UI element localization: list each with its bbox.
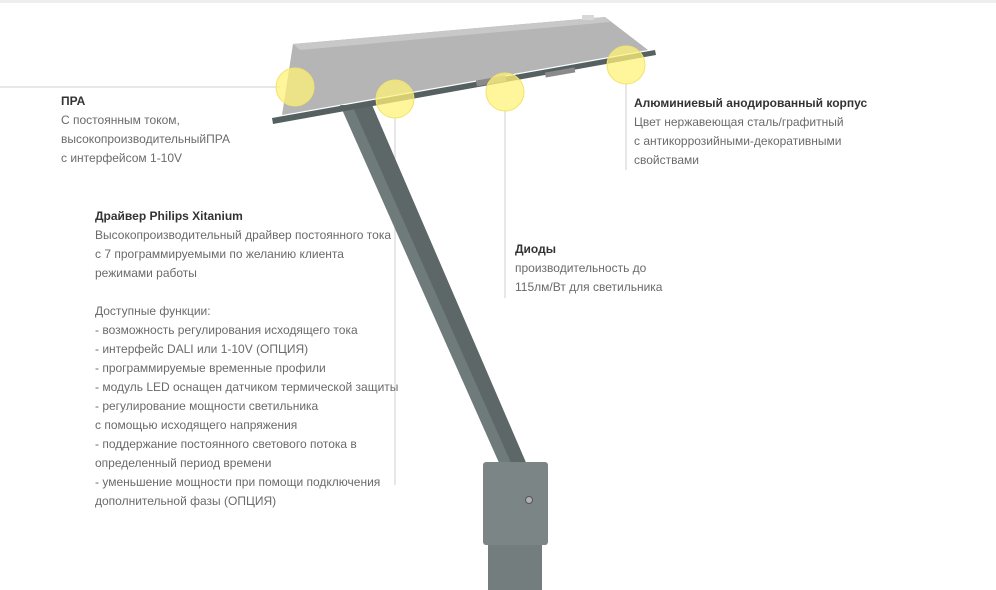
callout-title: Диоды xyxy=(515,242,556,256)
callout-line: Доступные функции: xyxy=(95,304,211,318)
callout-line: Высокопроизводительный драйвер постоянно… xyxy=(95,228,392,242)
arm-shade xyxy=(352,105,527,465)
housing-base-plate xyxy=(272,50,656,124)
callout-housing: Алюминиевый анодированный корпус Цвет не… xyxy=(634,94,867,170)
callout-line: свойствами xyxy=(634,153,699,167)
callout-line: С постоянным током, xyxy=(61,113,180,127)
callout-title: ПРА xyxy=(61,94,86,108)
callout-line: - уменьшение мощности при помощи подключ… xyxy=(95,475,381,489)
led-module xyxy=(544,67,576,78)
callout-line: 115лм/Вт для светильника xyxy=(515,280,663,294)
callout-title: Алюминиевый анодированный корпус xyxy=(634,96,868,110)
highlight-driver[interactable] xyxy=(375,79,415,119)
callout-line: высокопроизводительныйПРА xyxy=(61,132,230,146)
callout-line: с 7 программируемыми по желанию клиента xyxy=(95,247,344,261)
callout-diodes: Диоды производительность до 115лм/Вт для… xyxy=(515,240,662,297)
highlight-pra[interactable] xyxy=(275,67,315,107)
callout-line: с помощью исходящего напряжения xyxy=(95,418,298,432)
callout-title: Драйвер Philips Xitanium xyxy=(95,209,243,223)
callout-line: с интерфейсом 1-10V xyxy=(61,151,183,165)
callout-line: режимами работы xyxy=(95,266,197,280)
callout-driver: Драйвер Philips Xitanium Высокопроизводи… xyxy=(95,207,398,511)
pole xyxy=(488,545,542,590)
highlight-housing[interactable] xyxy=(606,45,646,85)
callout-line: производительность до xyxy=(515,261,647,275)
housing-top-edge xyxy=(293,17,610,50)
callout-line: - программируемые временные профили xyxy=(95,361,326,375)
callout-line: - возможность регулирования исходящего т… xyxy=(95,323,358,337)
callout-line: Цвет нержавеющая сталь/графитный xyxy=(634,115,844,129)
callout-line: - интерфейс DALI или 1-10V (ОПЦИЯ) xyxy=(95,342,309,356)
highlight-diodes[interactable] xyxy=(485,72,525,112)
screw-icon xyxy=(525,496,533,504)
callout-line: дополнительной фазы (ОПЦИЯ) xyxy=(95,494,277,508)
callout-line: - модуль LED оснащен датчиком термическо… xyxy=(95,380,399,394)
housing-knob xyxy=(582,15,594,20)
top-strip xyxy=(0,0,996,3)
spacer xyxy=(95,283,398,302)
callout-line: - регулирование мощности светильника xyxy=(95,399,319,413)
callout-line: с антикоррозийными-декоративными xyxy=(634,134,842,148)
callout-pra: ПРА С постоянным током, высокопроизводит… xyxy=(61,92,230,168)
callout-line: - поддержание постоянного светового пото… xyxy=(95,437,357,451)
callout-line: определенный период времени xyxy=(95,456,272,470)
pole-cap xyxy=(483,462,548,545)
